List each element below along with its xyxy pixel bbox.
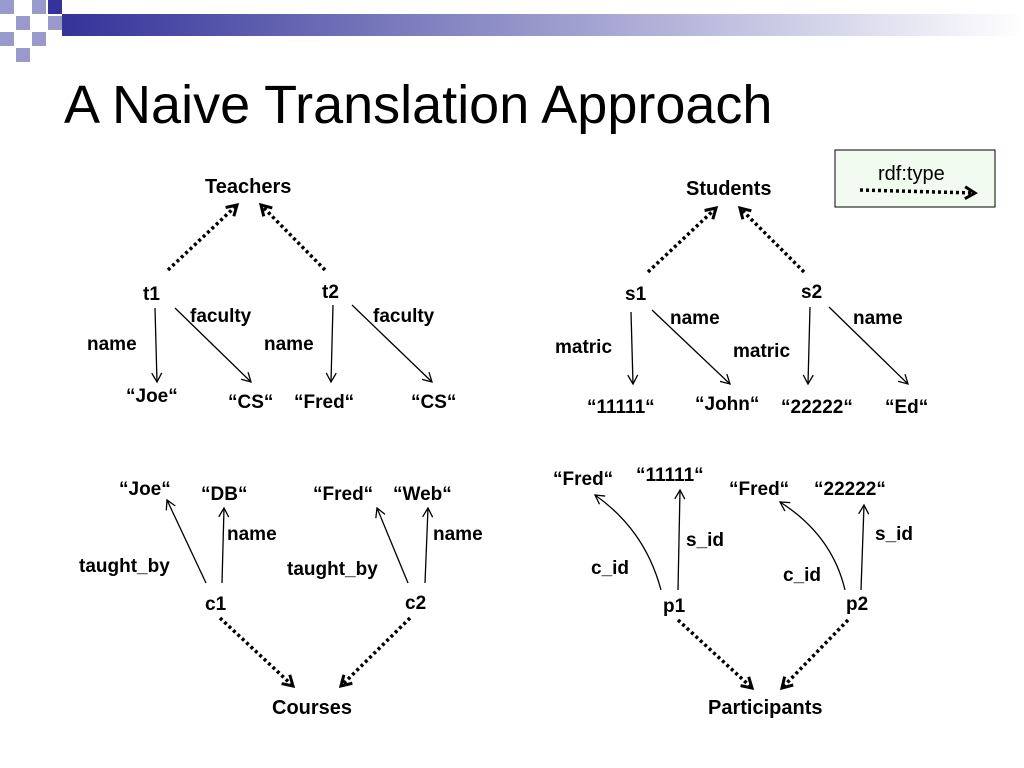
teachers-name1-label: name [87,334,137,355]
legend-box: rdf:type [834,149,996,208]
teachers-t1-node: t1 [143,284,160,305]
students-matric1-label: matric [555,337,612,358]
students-22222-value: “22222“ [781,397,853,418]
students-ed-value: “Ed“ [885,397,928,418]
students-11111-value: “11111“ [587,397,655,418]
teachers-joe-value: “Joe“ [126,386,178,407]
participants-p2-node: p2 [846,594,868,615]
courses-c1-node: c1 [205,594,227,615]
courses-graph: “Joe“ “DB“ “Fred“ “Web“ name name taught… [79,479,483,719]
teachers-name2-label: name [264,334,314,355]
legend-arrow [859,185,978,201]
courses-db-value: “DB“ [201,484,247,505]
participants-p1-node: p1 [663,596,686,617]
courses-fred-value: “Fred“ [313,484,373,505]
teachers-faculty2-label: faculty [373,306,435,327]
courses-c2-node: c2 [405,593,426,614]
participants-c-id2-label: c_id [783,565,821,586]
students-s1-node: s1 [625,284,647,305]
title-bar [62,14,1024,36]
legend-label: rdf:type [878,163,945,185]
courses-name1-label: name [227,524,277,545]
courses-taught-by2-label: taught_by [287,559,378,580]
teachers-cs2-value: “CS“ [411,392,456,413]
participants-s-id1-label: s_id [686,530,724,551]
students-s2-node: s2 [801,282,822,303]
teachers-graph: Teachers t1 t2 name faculty name faculty… [87,176,456,413]
courses-name2-label: name [433,524,483,545]
students-matric2-label: matric [733,341,790,362]
students-graph: Students s1 s2 matric name matric name “… [555,178,928,418]
students-name1-label: name [670,308,720,329]
participants-22222-value: “22222“ [814,479,886,500]
students-class-label: Students [686,178,772,200]
participants-c-id1-label: c_id [591,558,629,579]
courses-web-value: “Web“ [393,484,452,505]
teachers-faculty1-label: faculty [190,306,252,327]
participants-fred1-value: “Fred“ [553,469,613,490]
slide-title: A Naive Translation Approach [64,75,773,135]
students-name2-label: name [853,308,903,329]
participants-11111-value: “11111“ [636,465,704,486]
participants-fred2-value: “Fred“ [729,479,789,500]
teachers-class-label: Teachers [205,176,291,198]
students-john-value: “John“ [695,394,759,415]
courses-taught-by1-label: taught_by [79,556,170,577]
teachers-fred-value: “Fred“ [294,392,354,413]
courses-joe-value: “Joe“ [119,479,171,500]
participants-graph: “Fred“ “11111“ “Fred“ “22222“ s_id s_id … [553,465,913,719]
courses-class-label: Courses [272,697,352,719]
teachers-t2-node: t2 [322,282,339,303]
participants-class-label: Participants [708,697,822,719]
participants-s-id2-label: s_id [875,524,913,545]
teachers-cs1-value: “CS“ [228,392,273,413]
